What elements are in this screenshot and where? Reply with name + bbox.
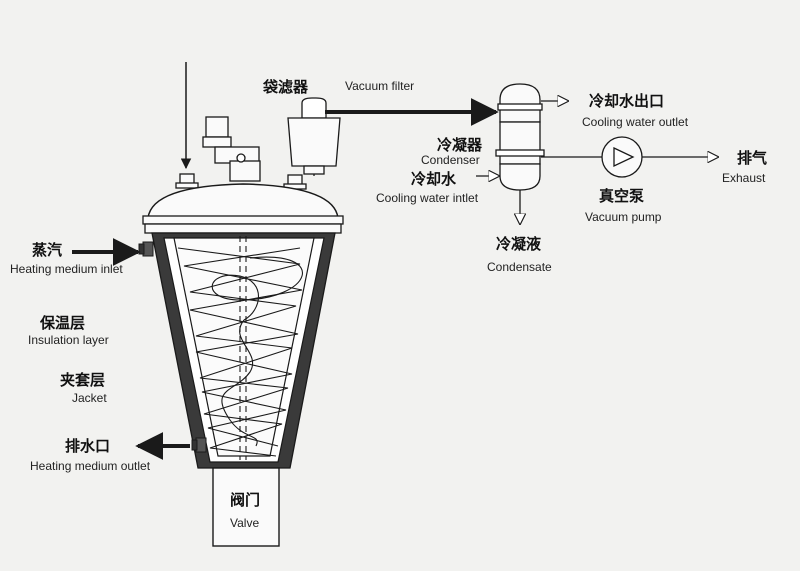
valve-label-zh: 阀门: [230, 491, 260, 509]
cooling-water-outlet-label-en: Cooling water outlet: [582, 115, 689, 129]
vacuum-filter-label-en: Vacuum filter: [345, 79, 414, 93]
jacket-label-en: Jacket: [72, 391, 107, 405]
drive-motor: [202, 116, 261, 182]
vacuum-filter: [287, 97, 341, 176]
cooling-water-outlet-label-zh: 冷却水出口: [589, 92, 664, 110]
cooling-water-inlet-label-en: Cooling water intlet: [376, 191, 479, 205]
steam-label-en: Heating medium inlet: [10, 262, 123, 276]
drain-nozzle: [191, 437, 207, 453]
condenser-label-en: Condenser: [421, 153, 480, 167]
jacket-label-zh: 夹套层: [60, 371, 105, 389]
valve-label-en: Valve: [230, 516, 259, 530]
screw-agitator: [177, 233, 303, 460]
bottom-valve[interactable]: [212, 467, 280, 547]
vacuum-pump-label-en: Vacuum pump: [585, 210, 662, 224]
head-nozzles: [175, 173, 307, 190]
drain-label-en: Heating medium outlet: [30, 459, 151, 473]
vacuum-filter-label-zh: 袋滤器: [262, 78, 309, 96]
vessel-dome-head: [142, 183, 344, 234]
exhaust-label-en: Exhaust: [722, 171, 766, 185]
cooling-water-inlet-label-zh: 冷却水: [411, 170, 457, 188]
condensate-label-en: Condensate: [487, 260, 552, 274]
insulation-label-zh: 保温层: [39, 314, 85, 332]
drain-label-zh: 排水口: [65, 437, 110, 455]
exhaust-label-zh: 排气: [737, 149, 767, 167]
condenser-label-zh: 冷凝器: [437, 136, 483, 154]
condensate-label-zh: 冷凝液: [496, 235, 542, 253]
steam-label-zh: 蒸汽: [32, 241, 62, 259]
steam-inlet-nozzle: [138, 241, 154, 257]
vacuum-pump-label-zh: 真空泵: [599, 187, 644, 205]
vacuum-pump: [601, 136, 643, 178]
condenser: [495, 83, 545, 194]
insulation-label-en: Insulation layer: [28, 333, 109, 347]
